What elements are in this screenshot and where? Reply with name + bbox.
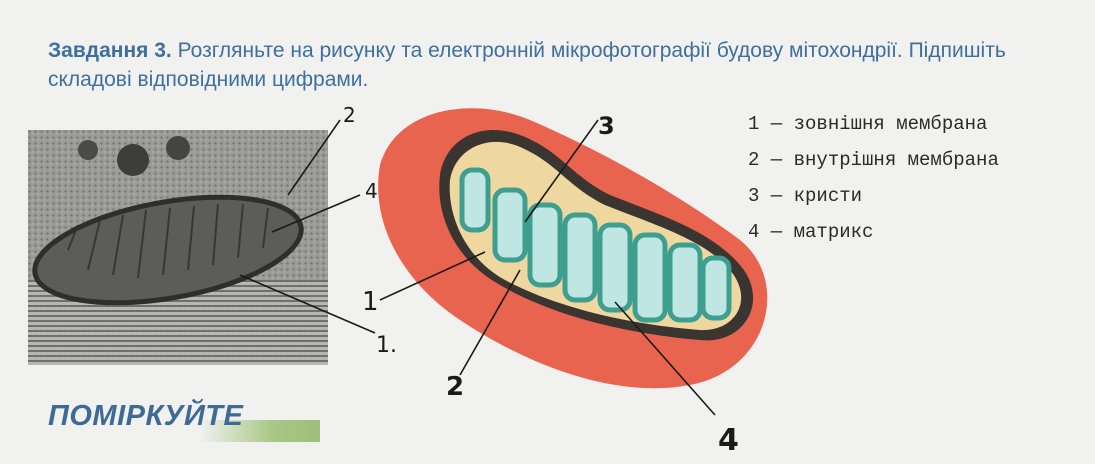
hw-label-diagram-3: 3 (598, 112, 615, 140)
task-text: Завдання 3. Розгляньте на рисунку та еле… (48, 36, 1078, 94)
legend-list: 1 — зовнішня мембрана 2 — внутрішня мемб… (748, 113, 999, 257)
legend-item-outer-membrane: 1 — зовнішня мембрана (748, 113, 988, 135)
heading-underline-bar (200, 420, 320, 442)
section-heading: ПОМІРКУЙТЕ (48, 400, 244, 432)
electron-micrograph (28, 130, 328, 365)
hw-label-photo-2: 2 (343, 103, 356, 127)
hw-label-diagram-2: 2 (446, 372, 464, 402)
legend-item-inner-membrane: 2 — внутрішня мембрана (748, 149, 999, 171)
hw-label-photo-4: 4 (365, 179, 378, 203)
hw-label-photo-1-bottom: 1. (376, 333, 397, 358)
legend-item-matrix: 4 — матрикс (748, 221, 874, 243)
task-instruction: Розгляньте на рисунку та електронній мік… (48, 39, 1006, 91)
hw-label-diagram-4: 4 (718, 423, 739, 458)
task-label: Завдання 3. (48, 39, 172, 62)
hw-label-photo-1: 1 (362, 287, 379, 317)
cristae-group (459, 167, 732, 323)
legend-item-cristae: 3 — кристи (748, 185, 863, 207)
